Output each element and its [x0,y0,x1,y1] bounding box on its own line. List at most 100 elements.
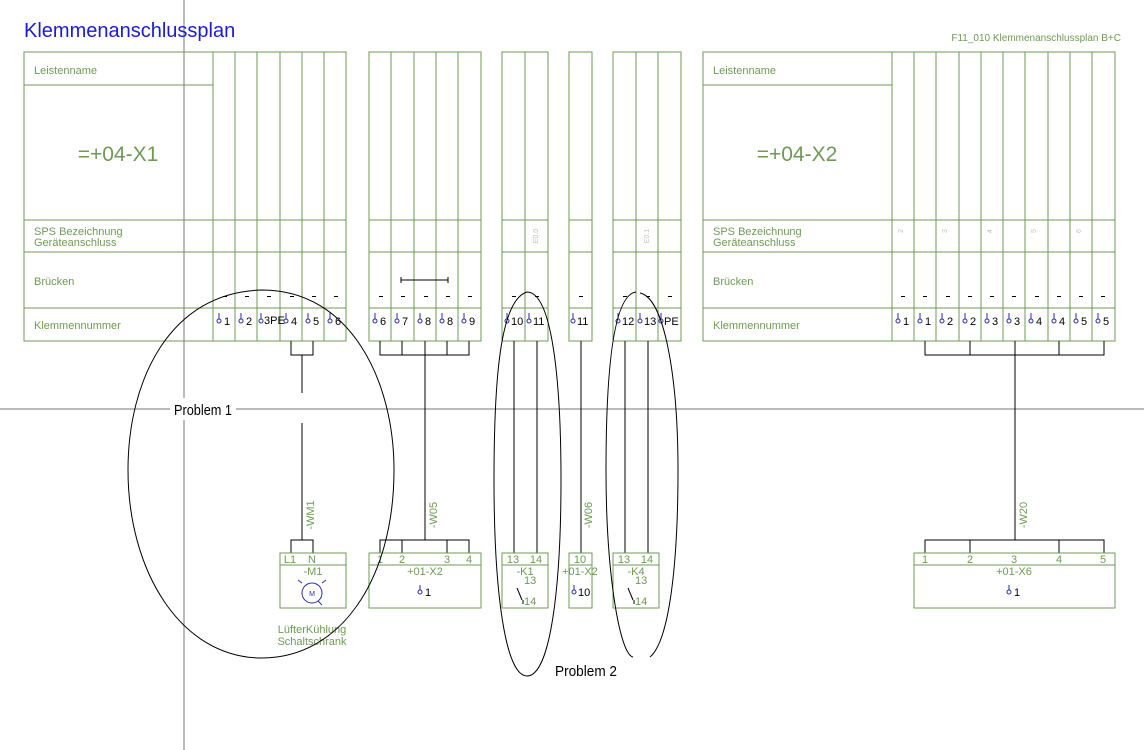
terminal-connector-icon [372,313,378,324]
terminal-number: 2 [947,316,953,328]
terminal-number: 5 [313,316,319,328]
terminal-row-x1: 1 2 3PE 4 5 6 [216,313,341,328]
x2-sps-value: 6 [1076,229,1083,233]
terminal-number: 4 [291,316,297,328]
cable-w06: -W06 [580,341,595,553]
x2-sps-value: 4 [987,229,994,233]
terminal-connector-icon [1006,313,1012,324]
device-name: -M1 [304,566,323,578]
terminal-number: 3 [992,316,998,328]
pin-label: 14 [530,554,542,566]
device-x2-single: 10 +01-X2 10 [562,552,598,609]
pin-label: 10 [574,554,586,566]
terminal-number: 2 [970,316,976,328]
pin-label: 4 [1056,554,1062,566]
problem-2-annotation: Problem 2 [493,291,679,680]
sps-e01: E0.1 [644,229,651,244]
terminal-group-5: E0.1 [612,51,682,342]
terminal-number: 3 [1014,316,1020,328]
terminal-connector-icon [1095,313,1101,324]
terminal-connector-icon [637,313,643,324]
terminal-number: 12 [622,316,634,328]
strip-name: =+04-X1 [78,143,159,166]
pin-label: N [308,554,316,566]
motor-icon: M [297,579,327,606]
terminal-number: 6 [335,316,341,328]
terminal-number: 1 [224,316,230,328]
bruecken-label: Brücken [713,276,753,288]
terminal-connector-icon [283,313,289,324]
terminal-row-group-3: 10 11 [504,313,544,328]
terminal-connector-icon [238,313,244,324]
terminal-connector-icon [939,313,945,324]
terminal-connector-icon [461,313,467,324]
terminal-number: 11 [577,316,588,328]
terminal-number: 1 [903,316,909,328]
pin-label: L1 [284,554,296,566]
bruecken-label: Brücken [34,276,74,288]
terminal-number: 6 [380,316,386,328]
wires-k4 [624,341,649,553]
leistenname-label: Leistenname [713,65,776,77]
page-reference: F11_010 Klemmenanschlussplan B+C [951,33,1121,44]
terminal-connector-icon [1028,313,1034,324]
terminal-connector-icon [570,313,576,324]
terminal-connector-icon [526,313,532,324]
terminal-number: 3PE [264,315,285,327]
device-name: +01-X6 [996,566,1032,578]
svg-text:M: M [309,591,315,598]
klemmennummer-label: Klemmennummer [34,320,121,332]
pin-label: 2 [967,554,973,566]
terminal-connector-icon [917,313,923,324]
strip-x2-header: Leistenname =+04-X2 SPS Bezeichnung Gerä… [702,51,1116,342]
problem-label: Problem 1 [174,402,232,419]
terminal-row-group-5: 12 13 PE [615,313,679,328]
terminal-number: 13 [644,316,656,328]
pin-label: 4 [466,554,472,566]
geraeteanschluss-label: Geräteanschluss [34,237,117,249]
terminal-connector-icon [658,313,664,324]
device-k4: 13 14 -K4 13 14 [612,552,660,609]
terminal-connector-icon [571,585,577,595]
pin-label: 3 [444,554,450,566]
terminal-number: 4 [1059,316,1065,328]
device-x6: 1 2 3 4 5 +01-X6 1 [913,552,1116,609]
terminal-number: 9 [469,316,475,328]
contact-label: 14 [524,596,536,608]
pin-label: 13 [507,554,519,566]
geraeteanschluss-label: Geräteanschluss [713,237,796,249]
terminal-connector-icon [984,313,990,324]
terminal-group-2 [368,51,482,342]
terminal-number: 8 [425,316,431,328]
terminal-connector-icon [439,313,445,324]
terminal-row-x2: 1 1 2 2 3 3 4 4 5 5 [895,313,1109,328]
contact-label: 13 [524,575,536,587]
strip-name: =+04-X2 [757,143,838,166]
pin-label: 2 [399,554,405,566]
contact-icon [516,587,524,604]
terminal-row-group-4: 11 [570,313,588,328]
sps-e00: E0.0 [533,229,540,244]
terminal-number: PE [664,316,679,328]
x2-sps-value: 5 [1031,229,1038,233]
sps-label: SPS Bezeichnung [34,226,123,238]
terminal-number: 8 [447,316,453,328]
device-name: -K1 [516,566,533,578]
terminal-number: 7 [402,316,408,328]
device-x2-main: 1 2 3 4 +01-X2 1 [368,552,482,609]
device-name: +01-X2 [407,566,443,578]
terminal-connector-icon [962,313,968,324]
terminal-connector-icon [1006,585,1012,595]
contact-label: 14 [635,596,647,608]
terminal-connector-icon [895,313,901,324]
terminal-connector-icon [258,313,264,324]
terminal-connector-icon [327,313,333,324]
terminal-number: 5 [1103,316,1109,328]
device-terminal: 1 [425,587,431,599]
terminal-row-group-2: 6 7 8 8 9 [372,313,475,328]
terminal-connector-icon [394,313,400,324]
device-description: Schaltschrank [277,636,347,648]
sps-label: SPS Bezeichnung [713,226,802,238]
pin-label: 1 [922,554,928,566]
